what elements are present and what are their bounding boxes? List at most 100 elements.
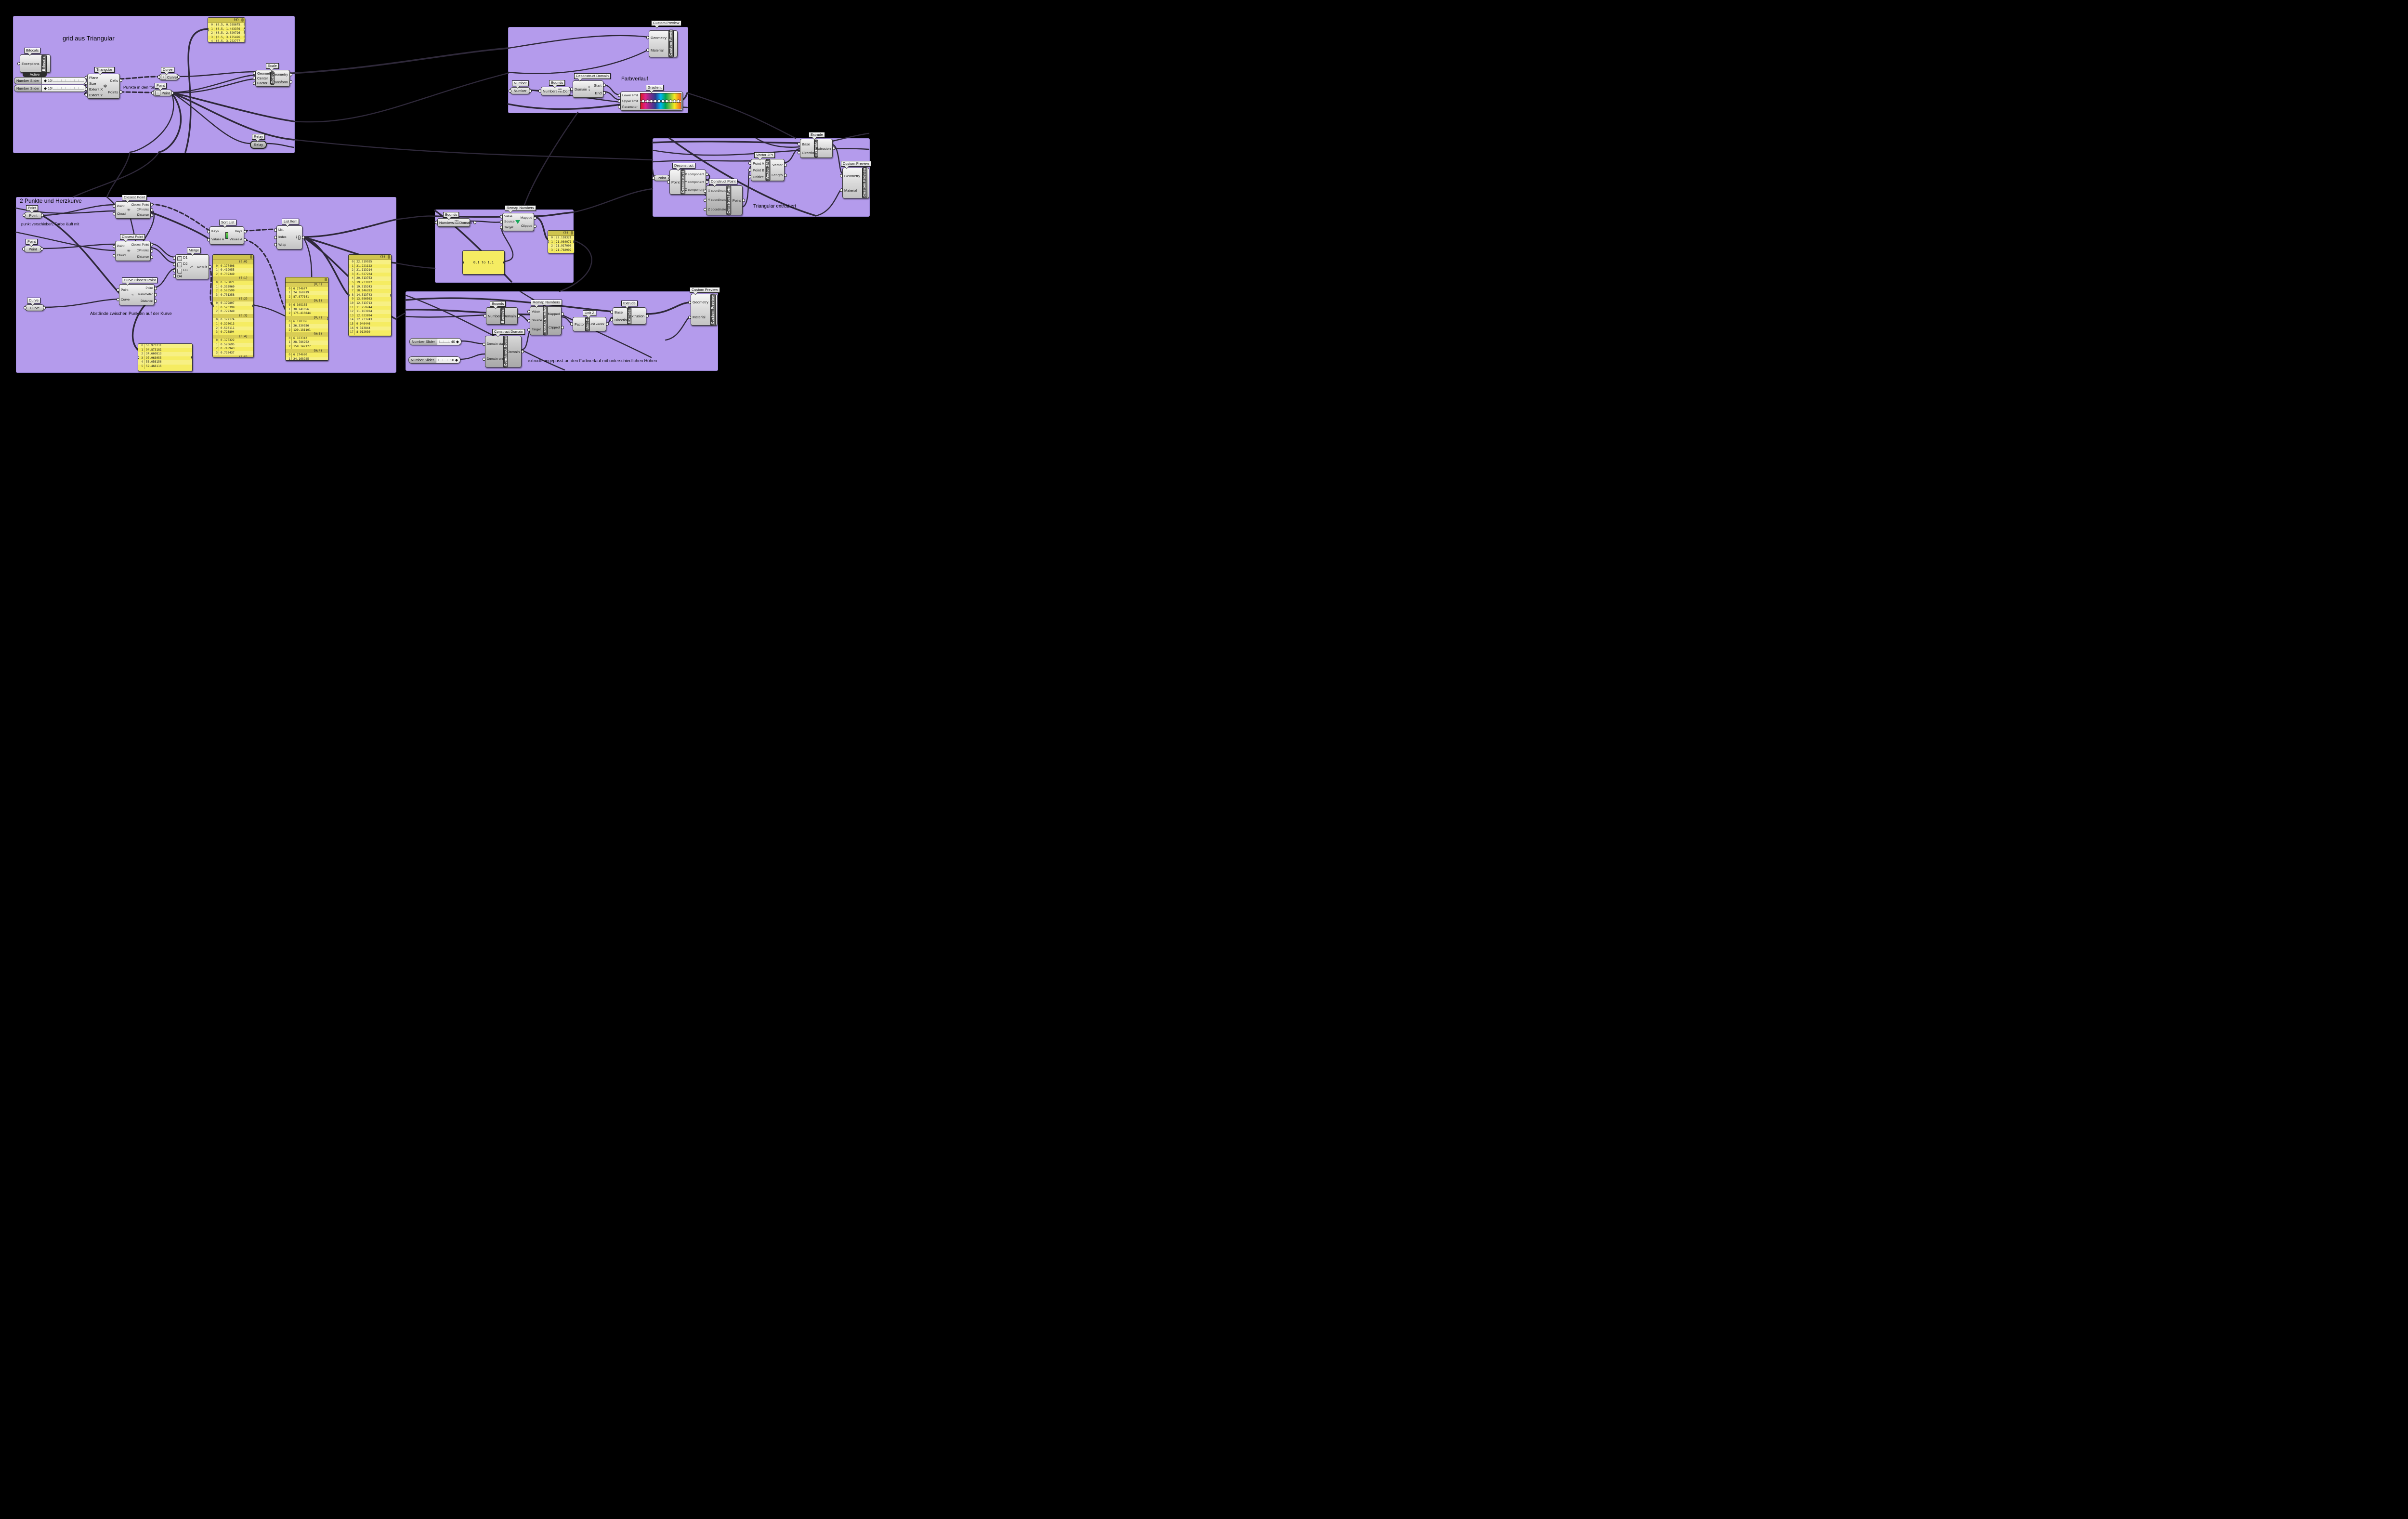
port-extent-x[interactable]: Extent X <box>89 87 103 92</box>
port-size[interactable]: Size <box>89 81 96 86</box>
port-values-a[interactable]: Values A <box>211 238 224 241</box>
port-domain[interactable]: Domain <box>459 220 472 225</box>
port-closest-point[interactable]: Closest Point <box>131 203 149 207</box>
port-cp-index[interactable]: CP Index <box>136 249 149 253</box>
port-material[interactable]: Material <box>844 188 857 193</box>
deconstruct-domain-node[interactable]: Domain 0 1 Start End <box>573 80 603 98</box>
closest-point-2-node[interactable]: Point Cloud ✳ Closest Point CP Index Dis… <box>115 241 151 261</box>
slider-handle-icon[interactable]: ◆ <box>43 86 47 91</box>
port-d1[interactable]: ↑D1 <box>177 255 188 262</box>
construct-domain-node[interactable]: Domain start Domain end Construct Domain… <box>485 335 522 368</box>
port-source[interactable]: Source <box>532 319 542 323</box>
port-i[interactable]: i ↓ <box>296 235 301 240</box>
port-point-out[interactable]: Point <box>145 287 153 290</box>
number-slider-10[interactable]: Number Slider 10◆ <box>408 356 460 364</box>
port-point[interactable]: Point <box>121 288 129 292</box>
number-param[interactable]: Number <box>510 87 530 94</box>
port-distance[interactable]: Distance <box>137 255 149 259</box>
port-points[interactable]: Points <box>108 90 118 94</box>
port-domain[interactable]: Domain <box>503 314 516 318</box>
port-geometry[interactable]: Geometry <box>844 173 860 178</box>
port-start[interactable]: Start <box>594 83 602 88</box>
port-base[interactable]: Base <box>615 310 623 314</box>
number-slider-2[interactable]: Number Slider ◆10 <box>14 85 86 92</box>
port-vector[interactable]: Vector <box>772 163 783 167</box>
curve-closest-point-node[interactable]: Point Curve ⌁ Point Parameter Distance <box>119 284 155 305</box>
port-end[interactable]: End <box>595 91 602 95</box>
curve-param[interactable]: ↓ Curve <box>159 74 179 80</box>
port-distance[interactable]: Distance <box>141 299 153 303</box>
port-cloud[interactable]: Cloud <box>117 254 126 257</box>
port-d4[interactable]: D4 <box>177 274 182 278</box>
port-factor[interactable]: Factor <box>257 81 268 86</box>
upload-arrow-icon[interactable]: ↑ <box>177 256 182 262</box>
port-point-b[interactable]: Point B <box>753 168 765 172</box>
port-target[interactable]: Target <box>532 328 541 332</box>
port-unit-vector[interactable]: Unit vector <box>589 322 604 326</box>
list-item-node[interactable]: List Index Wrap i ↓ <box>276 225 302 249</box>
port-domain[interactable]: Domain <box>575 87 587 92</box>
port-z-coordinate[interactable]: Z coordinate <box>708 208 726 211</box>
port-domain-end[interactable]: Domain end <box>487 357 504 361</box>
data-panel-points[interactable]: {0} 0{0.5, 0.288675, 0}1{0.5, 1.443376, … <box>208 17 245 42</box>
port-d3[interactable]: ↑D3 <box>177 268 188 274</box>
port-point[interactable]: Point <box>117 204 125 208</box>
port-y-coordinate[interactable]: Y coordinate <box>708 198 727 202</box>
port-material[interactable]: Material <box>651 48 664 52</box>
port-curve[interactable]: Curve <box>121 298 130 301</box>
bounds-node[interactable]: Numbers min max Domain <box>437 218 472 227</box>
extrude-node[interactable]: Base Direction Extrude Extrusion <box>613 307 646 325</box>
port-extrusion[interactable]: Extrusion <box>629 314 644 318</box>
port-clipped[interactable]: Clipped <box>521 224 532 228</box>
port-y-component[interactable]: Y component <box>685 180 704 184</box>
bifocals-active-footer[interactable]: Active <box>23 72 47 77</box>
port-lower-limit[interactable]: Lower limit <box>622 93 638 97</box>
port-geometry[interactable]: Geometry <box>651 35 667 40</box>
port-exceptions[interactable]: Exceptions <box>22 61 39 66</box>
port-point[interactable]: Point <box>117 245 125 248</box>
curve-param[interactable]: Curve <box>25 304 44 311</box>
port-value[interactable]: Value <box>504 215 512 219</box>
port-list[interactable]: List <box>278 228 284 232</box>
port-result[interactable]: Result <box>196 264 207 269</box>
port-index[interactable]: Index <box>278 236 287 239</box>
port-source[interactable]: Source <box>504 220 515 224</box>
number-slider-40[interactable]: Number Slider 40◆ <box>409 338 461 345</box>
custom-preview-node[interactable]: Geometry Material Custom Preview <box>691 293 718 326</box>
upload-arrow-icon[interactable]: ↑ <box>177 268 182 274</box>
port-factor[interactable]: Factor <box>575 322 585 327</box>
port-length[interactable]: Length <box>772 173 783 177</box>
port-cloud[interactable]: Cloud <box>117 212 126 216</box>
port-geometry[interactable]: Geometry <box>257 71 273 76</box>
grasshopper-canvas[interactable]: grid aus Triangular Bifocals Exceptions … <box>0 0 880 380</box>
triangular-node[interactable]: Plane Size Extent X Extent Y ✻ Cells Poi… <box>87 74 120 99</box>
upload-arrow-icon[interactable]: ↑ <box>177 262 182 268</box>
port-x-component[interactable]: X component <box>684 172 704 176</box>
port-x-coordinate[interactable]: X coordinate <box>708 189 727 193</box>
port-plane[interactable]: Plane <box>89 75 99 80</box>
port-extent-y[interactable]: Extent Y <box>89 92 103 97</box>
panel-grip[interactable] <box>388 255 390 259</box>
port-domain-out[interactable]: Domain <box>507 349 520 354</box>
port-transform[interactable]: Transform <box>272 79 288 84</box>
gradient-node[interactable]: Lower limit Upper limit Parameter <box>620 92 683 111</box>
port-geometry-out[interactable]: Geometry <box>272 72 288 77</box>
port-geometry[interactable]: Geometry <box>693 300 708 304</box>
slider-track[interactable] <box>438 359 449 361</box>
port-cells[interactable]: Cells <box>110 78 118 83</box>
slider-handle-icon[interactable]: ◆ <box>456 339 459 344</box>
bifocals-node[interactable]: Exceptions Bifocals <box>20 54 51 73</box>
port-wrap[interactable]: Wrap <box>278 243 287 247</box>
remap-numbers-node[interactable]: Value Source Target Mapped Clipped <box>502 213 534 231</box>
port-point-out[interactable]: Point <box>732 198 741 203</box>
bounds-node[interactable]: Numbers Bounds Domain <box>486 307 518 325</box>
merge-node[interactable]: ↑D1 ↑D2 ↑D3 D4 ➚ Result <box>175 254 209 279</box>
custom-preview-node[interactable]: Geometry Material Custom Preview <box>842 167 869 199</box>
port-base[interactable]: Base <box>802 142 811 146</box>
port-keys-out[interactable]: Keys <box>235 230 242 233</box>
point-param[interactable]: ↓ Point <box>153 90 172 96</box>
data-panel-target-domain[interactable]: 0.1 to 1.1 <box>462 250 505 275</box>
panel-grip[interactable] <box>241 18 244 22</box>
